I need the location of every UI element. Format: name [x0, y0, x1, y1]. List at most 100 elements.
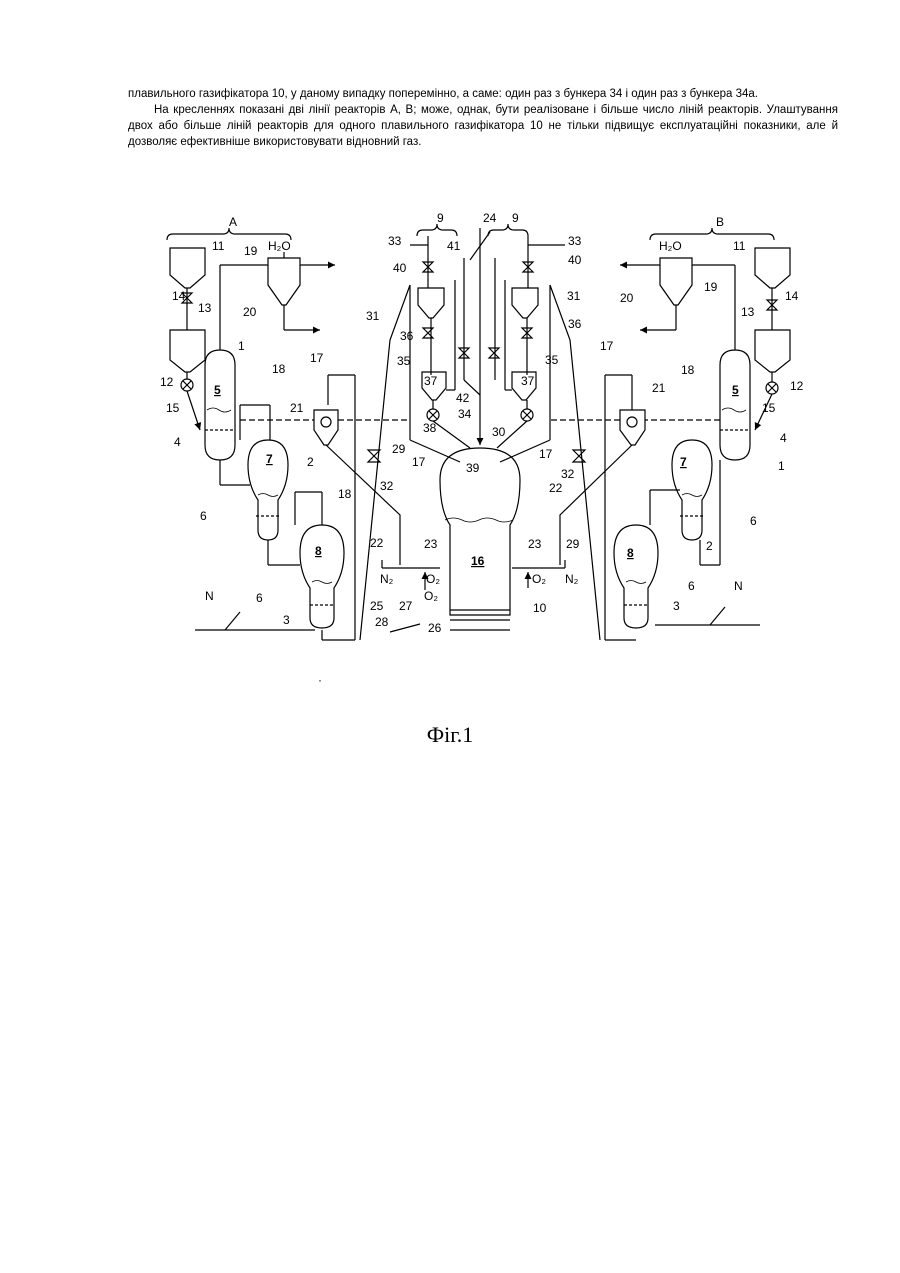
svg-text:N: N — [734, 579, 743, 593]
svg-text:9: 9 — [437, 211, 444, 225]
svg-text:19: 19 — [704, 280, 718, 294]
svg-text:14: 14 — [172, 289, 186, 303]
svg-text:O₂: O₂ — [424, 589, 438, 603]
svg-text:37: 37 — [424, 374, 438, 388]
figure-caption: Фіг.1 — [0, 722, 900, 748]
bunker-13-right — [755, 330, 790, 372]
svg-text:19: 19 — [244, 244, 258, 258]
svg-text:28: 28 — [375, 615, 389, 629]
reactor-5-right — [720, 350, 750, 460]
svg-text:35: 35 — [545, 353, 559, 367]
svg-text:22: 22 — [370, 536, 384, 550]
svg-text:11: 11 — [212, 239, 225, 253]
svg-text:6: 6 — [688, 579, 695, 593]
svg-text:3: 3 — [673, 599, 680, 613]
reactor-8-right — [614, 525, 658, 628]
label-line-a: A — [229, 215, 237, 229]
svg-text:12: 12 — [160, 375, 174, 389]
svg-text:40: 40 — [568, 253, 582, 267]
labels-right: B 11 H₂O 14 20 19 13 12 17 18 5 21 15 4 … — [600, 215, 804, 613]
svg-text:13: 13 — [741, 305, 755, 319]
svg-text:21: 21 — [652, 381, 666, 395]
brace-9-right — [488, 224, 528, 236]
svg-text:33: 33 — [568, 234, 582, 248]
svg-text:5: 5 — [214, 383, 221, 397]
svg-text:9: 9 — [512, 211, 519, 225]
svg-text:32: 32 — [561, 467, 575, 481]
svg-text:20: 20 — [243, 305, 257, 319]
svg-text:15: 15 — [166, 401, 180, 415]
scrubber-20-right — [660, 258, 692, 305]
svg-text:40: 40 — [393, 261, 407, 275]
svg-text:N₂: N₂ — [380, 572, 394, 586]
svg-text:5: 5 — [732, 383, 739, 397]
bunker-31-right — [512, 288, 538, 318]
svg-text:18: 18 — [272, 362, 286, 376]
svg-text:O₂: O₂ — [426, 572, 440, 586]
svg-text:13: 13 — [198, 301, 212, 315]
svg-text:14: 14 — [785, 289, 799, 303]
svg-text:1: 1 — [238, 339, 245, 353]
svg-text:37: 37 — [521, 374, 535, 388]
svg-text:·: · — [318, 673, 322, 687]
svg-text:2: 2 — [706, 539, 713, 553]
bunker-13-left — [170, 330, 205, 372]
svg-text:17: 17 — [310, 351, 324, 365]
svg-text:7: 7 — [266, 452, 273, 466]
svg-text:H₂O: H₂O — [268, 239, 291, 253]
scrubber-20-left — [268, 258, 300, 305]
svg-text:18: 18 — [338, 487, 352, 501]
valve-32-right — [573, 450, 585, 462]
svg-text:17: 17 — [600, 339, 614, 353]
svg-text:32: 32 — [380, 479, 394, 493]
svg-text:24: 24 — [483, 211, 497, 225]
svg-text:38: 38 — [423, 421, 437, 435]
labels-center: 9 24 9 33 41 33 40 40 31 31 36 36 35 35 … — [366, 211, 582, 635]
svg-text:41: 41 — [447, 239, 461, 253]
melter-gasifier-10 — [440, 448, 520, 615]
bunker-11-right — [755, 248, 790, 288]
svg-text:17: 17 — [539, 447, 553, 461]
svg-text:23: 23 — [528, 537, 542, 551]
svg-text:N₂: N₂ — [565, 572, 579, 586]
svg-text:8: 8 — [315, 544, 322, 558]
svg-text:18: 18 — [681, 363, 695, 377]
svg-text:4: 4 — [174, 435, 181, 449]
svg-text:6: 6 — [200, 509, 207, 523]
svg-text:4: 4 — [780, 431, 787, 445]
svg-text:1: 1 — [778, 459, 785, 473]
reactor-8-left — [300, 525, 344, 628]
svg-text:20: 20 — [620, 291, 634, 305]
svg-text:42: 42 — [456, 391, 470, 405]
svg-text:H₂O: H₂O — [659, 239, 682, 253]
brace-9-left — [417, 224, 457, 236]
svg-text:33: 33 — [388, 234, 402, 248]
svg-text:6: 6 — [256, 591, 263, 605]
svg-text:31: 31 — [366, 309, 380, 323]
svg-text:16: 16 — [471, 554, 485, 568]
svg-text:O₂: O₂ — [532, 572, 546, 586]
svg-text:15: 15 — [762, 401, 776, 415]
svg-text:34: 34 — [458, 407, 472, 421]
reactor-5-left — [205, 350, 235, 460]
svg-text:30: 30 — [492, 425, 506, 439]
svg-text:36: 36 — [400, 329, 414, 343]
svg-text:39: 39 — [466, 461, 480, 475]
svg-text:2: 2 — [307, 455, 314, 469]
svg-text:17: 17 — [412, 455, 426, 469]
svg-text:6: 6 — [750, 514, 757, 528]
svg-text:25: 25 — [370, 599, 384, 613]
svg-text:35: 35 — [397, 354, 411, 368]
svg-text:22: 22 — [549, 481, 563, 495]
svg-text:8: 8 — [627, 546, 634, 560]
svg-text:23: 23 — [424, 537, 438, 551]
svg-text:7: 7 — [680, 455, 687, 469]
svg-text:26: 26 — [428, 621, 442, 635]
svg-text:36: 36 — [568, 317, 582, 331]
bunker-11-left — [170, 248, 205, 288]
svg-text:11: 11 — [733, 239, 746, 253]
label-line-b: B — [716, 215, 724, 229]
svg-text:N: N — [205, 589, 214, 603]
svg-text:10: 10 — [533, 601, 547, 615]
